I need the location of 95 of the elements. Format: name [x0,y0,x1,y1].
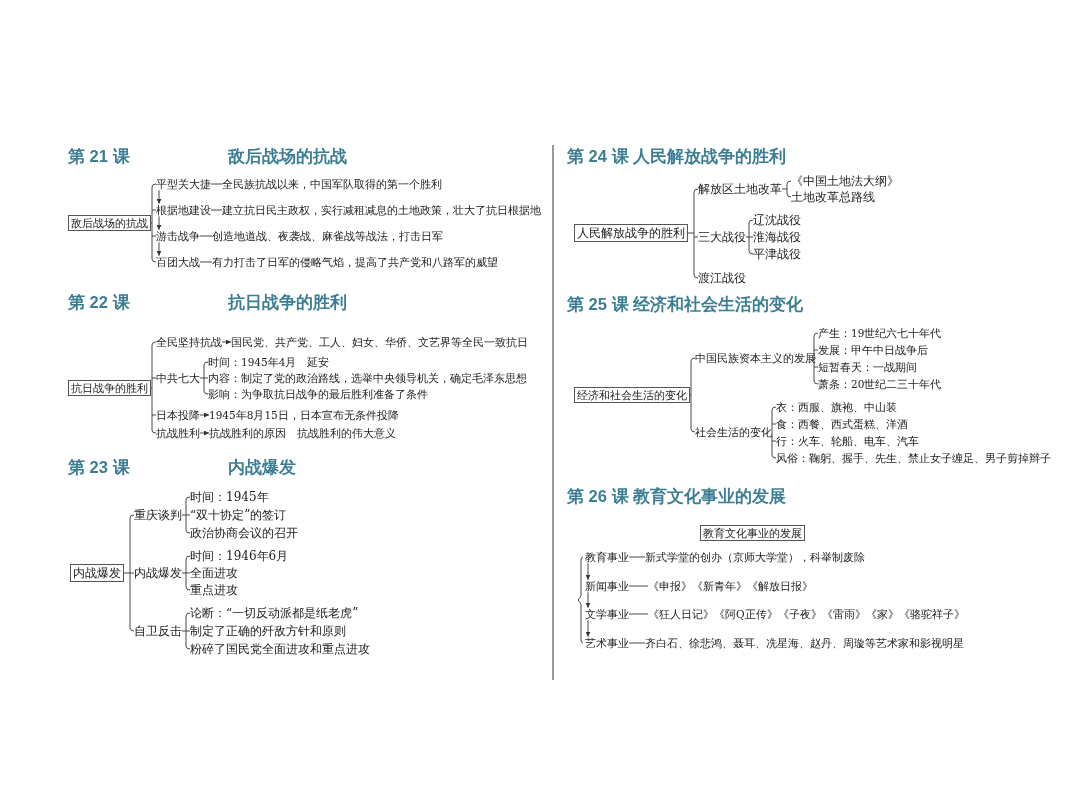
lesson-title: 人民解放战争的胜利 [633,147,786,167]
detail-text: 影响：为争取抗日战争的最后胜利准备了条件 [208,387,428,401]
detail-text: 时间：1946年6月 [190,548,289,564]
branch-label: 平型关大捷 [156,177,211,191]
branch-label: 百团大战 [156,255,200,269]
branch-label: 解放区土地改革 [698,181,782,197]
branch-label: 全民坚持抗战 [156,335,222,349]
brace [150,341,157,434]
brace [199,361,209,395]
lesson-title: 敌后战场的抗战 [228,147,347,167]
connector-line [210,183,223,185]
detail-text: “双十协定”的签订 [190,507,287,523]
detail-text: 平津战役 [753,246,801,262]
topic-box: 经济和社会生活的变化 [574,386,690,404]
branch-label: 艺术事业 [585,636,629,650]
branch-label: 自卫反击 [134,623,182,639]
branch-label: 内战爆发 [134,565,182,581]
detail-text: 建立抗日民主政权，实行减租减息的土地政策，壮大了抗日根据地 [222,203,541,217]
connector-line [199,261,213,263]
brace [181,612,191,650]
detail-text: 土地改革总路线 [791,189,875,205]
detail-text: 发展：甲午中日战争后 [818,343,928,357]
detail-text: 有力打击了日军的侵略气焰，提高了共产党和八路军的威望 [212,255,498,269]
detail-text: 重点进攻 [190,582,238,598]
topic-box: 抗日战争的胜利 [68,379,151,397]
detail-text: 行：火车、轮船、电车、汽车 [776,434,919,448]
detail-text: 食：西餐、西式蛋糕、洋酒 [776,417,908,431]
brace [150,183,157,263]
branch-label: 中国民族资本主义的发展 [695,351,816,365]
detail-text: 国民党、共产党、工人、妇女、华侨、文艺界等全民一致抗日 [231,335,528,349]
detail-text: 《申报》《新青年》《解放日报》 [648,579,813,593]
brace [745,219,754,255]
connector-line [628,556,646,558]
lesson-number: 第 21 课 [68,147,130,167]
connector-line [199,235,213,237]
brace [181,555,191,591]
lesson-number: 第 24 课 [567,147,629,167]
detail-text: 辽沈战役 [753,212,801,228]
brace [689,357,696,433]
topic-box: 人民解放战争的胜利 [574,223,688,243]
branch-label: 社会生活的变化 [695,425,772,439]
detail-text: 淮海战役 [753,229,801,245]
branch-label: 渡江战役 [698,270,746,286]
branch-label: 日本投降 [156,408,200,422]
detail-text: 萧条：20世纪二三十年代 [818,377,942,391]
detail-text: 抗战胜利的原因 抗战胜利的伟大意义 [209,426,396,440]
topic-box: 敌后战场的抗战 [68,214,151,232]
detail-text: 内容：制定了党的政治路线，选举中央领导机关，确定毛泽东思想 [208,371,527,385]
connector-line [628,613,649,615]
detail-text: 《狂人日记》《阿Q正传》《子夜》《雷雨》《家》《骆驼祥子》 [648,607,965,621]
detail-text: 《中国土地法大纲》 [791,173,899,189]
brace [781,180,792,198]
detail-text: 时间：1945年4月 延安 [208,355,330,369]
brace [771,406,777,459]
detail-text: 产生：19世纪六七十年代 [818,326,942,340]
brace [687,188,699,279]
detail-text: 短暂春天：一战期间 [818,360,917,374]
detail-text: 1945年8月15日，日本宣布无条件投降 [209,408,399,422]
detail-text: 政治协商会议的召开 [190,525,298,541]
lesson-title: 教育文化事业的发展 [633,487,786,507]
connector-line [628,642,646,644]
detail-text: 粉碎了国民党全面进攻和重点进攻 [190,641,370,657]
detail-text: 全面进攻 [190,565,238,581]
branch-label: 重庆谈判 [134,507,182,523]
branch-label: 新闻事业 [585,579,629,593]
detail-text: 时间：1945年 [190,489,269,505]
detail-text: 新式学堂的创办（京师大学堂），科举制废除 [645,550,865,564]
detail-text: 制定了正确的歼敌方针和原则 [190,623,346,639]
lesson-number: 第 25 课 [567,295,629,315]
brace [813,332,819,385]
detail-text: 衣：西服、旗袍、中山装 [776,400,897,414]
branch-label: 游击战争 [156,229,200,243]
brace [123,514,135,632]
lesson-number: 第 23 课 [68,458,130,478]
lesson-title: 内战爆发 [228,458,296,478]
branch-label: 文学事业 [585,607,629,621]
branch-label: 抗战胜利 [156,426,200,440]
detail-text: 风俗：鞠躬、握手、先生、禁止女子缠足、男子剪掉辫子 [776,451,1051,465]
branch-label: 教育事业 [585,550,629,564]
lesson-number: 第 26 课 [567,487,629,507]
branch-label: 根据地建设 [156,203,211,217]
branch-label: 中共七大 [156,371,200,385]
connector-line [628,585,649,587]
connector-line [210,209,223,211]
lesson-title: 抗日战争的胜利 [228,293,347,313]
branch-label: 三大战役 [698,229,746,245]
detail-text: 全民族抗战以来，中国军队取得的第一个胜利 [222,177,442,191]
topic-box: 内战爆发 [70,563,124,583]
detail-text: 论断：“一切反动派都是纸老虎” [190,605,359,621]
lesson-number: 第 22 课 [68,293,130,313]
topic-box: 教育文化事业的发展 [700,524,805,542]
brace [181,496,191,534]
detail-text: 齐白石、徐悲鸿、聂耳、冼星海、赵丹、周璇等艺术家和影视明星 [645,636,964,650]
detail-text: 创造地道战、夜袭战、麻雀战等战法，打击日军 [212,229,443,243]
lesson-title: 经济和社会生活的变化 [633,295,803,315]
